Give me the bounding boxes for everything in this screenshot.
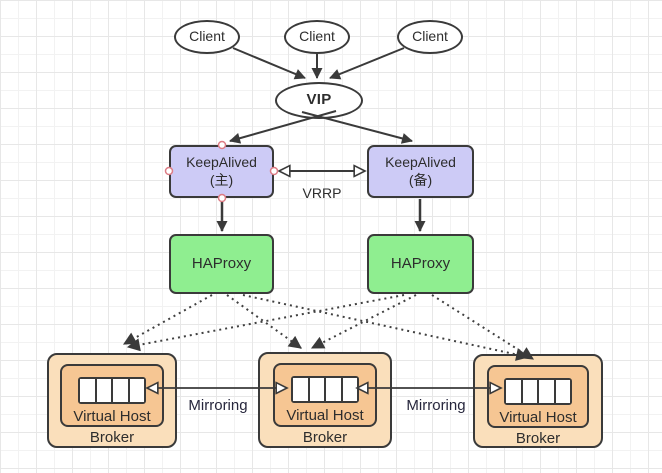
edge-haproxy-left-broker3[interactable] bbox=[242, 294, 530, 361]
keepalived-backup-subtitle: (备) bbox=[408, 171, 433, 188]
queue-icon bbox=[78, 377, 146, 404]
virtual-host-box-3[interactable]: Virtual Host bbox=[487, 365, 589, 428]
edge-haproxy-left-broker2[interactable] bbox=[226, 294, 302, 349]
edge-client1-vip[interactable] bbox=[232, 47, 306, 80]
queue-icon bbox=[291, 376, 359, 403]
client-node-3[interactable]: Client bbox=[397, 20, 463, 54]
haproxy-right-node[interactable]: HAProxy bbox=[367, 234, 474, 294]
virtual-host-box-2[interactable]: Virtual Host bbox=[273, 363, 377, 427]
virtual-host-label: Virtual Host bbox=[73, 408, 151, 425]
keepalived-backup-node[interactable]: KeepAlived (备) bbox=[367, 145, 474, 198]
edge-haproxy-right-broker1[interactable] bbox=[126, 294, 405, 352]
client-node-1[interactable]: Client bbox=[174, 20, 240, 54]
keepalived-primary-subtitle: (主) bbox=[209, 171, 234, 188]
client-node-3-label: Client bbox=[412, 28, 448, 45]
keepalived-primary-node[interactable]: KeepAlived (主) bbox=[169, 145, 274, 198]
broker-label: Broker bbox=[89, 429, 135, 446]
broker-label: Broker bbox=[515, 430, 561, 447]
edge-haproxy-left-broker1[interactable] bbox=[122, 294, 213, 345]
haproxy-left-label: HAProxy bbox=[191, 254, 252, 272]
virtual-host-label: Virtual Host bbox=[499, 409, 577, 426]
keepalived-backup-title: KeepAlived bbox=[385, 154, 456, 170]
vip-node[interactable]: VIP bbox=[275, 82, 363, 119]
broker-node-2[interactable]: Virtual Host Broker bbox=[258, 352, 392, 448]
broker-node-1[interactable]: Virtual Host Broker bbox=[47, 353, 177, 448]
mirroring-edge-label-left: Mirroring bbox=[188, 397, 248, 414]
edge-client3-vip[interactable] bbox=[329, 47, 405, 80]
edge-haproxy-right-broker3[interactable] bbox=[431, 294, 534, 360]
mirroring-edge-label-right: Mirroring bbox=[406, 397, 466, 414]
client-node-2[interactable]: Client bbox=[284, 20, 350, 54]
virtual-host-label: Virtual Host bbox=[286, 407, 364, 424]
client-node-1-label: Client bbox=[189, 28, 225, 45]
vip-node-label: VIP bbox=[306, 91, 332, 109]
client-node-2-label: Client bbox=[299, 28, 335, 45]
broker-node-3[interactable]: Virtual Host Broker bbox=[473, 354, 603, 448]
broker-label: Broker bbox=[302, 429, 348, 446]
queue-icon bbox=[504, 378, 572, 405]
virtual-host-box-1[interactable]: Virtual Host bbox=[60, 364, 164, 427]
haproxy-right-label: HAProxy bbox=[390, 254, 451, 272]
edge-haproxy-right-broker2[interactable] bbox=[310, 294, 417, 349]
haproxy-left-node[interactable]: HAProxy bbox=[169, 234, 274, 294]
keepalived-primary-title: KeepAlived bbox=[186, 154, 257, 170]
vrrp-edge-label: VRRP bbox=[302, 185, 342, 201]
